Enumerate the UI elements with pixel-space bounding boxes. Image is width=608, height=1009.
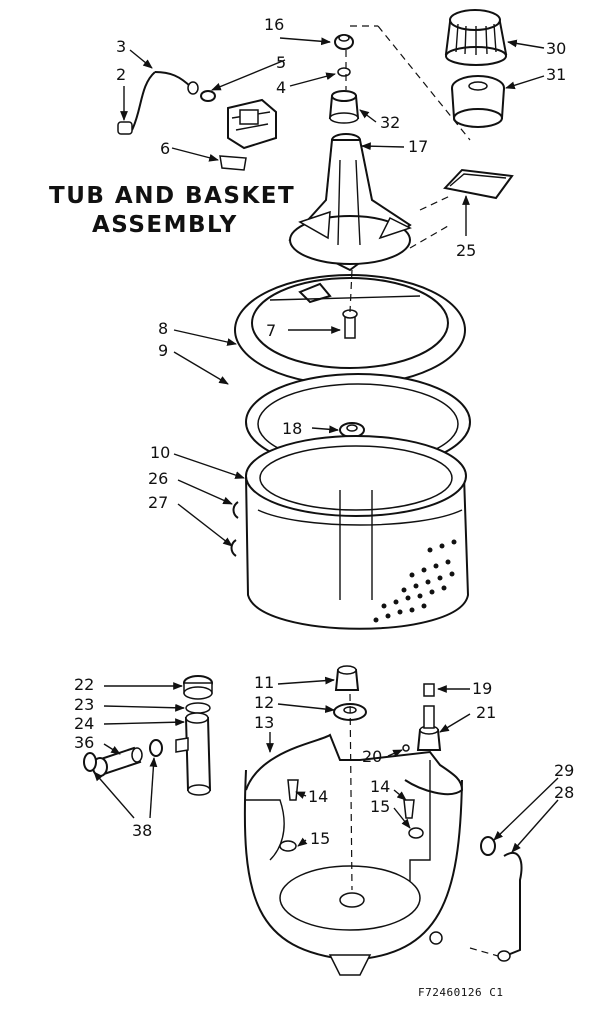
callout-3: 3 [116,37,126,56]
callout-6: 6 [160,139,170,158]
callout-4: 4 [276,78,286,97]
callout-12: 12 [254,693,274,712]
callout-19: 19 [472,679,492,698]
part-screw-20 [402,744,410,752]
callout-9: 9 [158,341,168,360]
callout-17: 17 [408,137,428,156]
callout-20: 20 [362,747,382,766]
callout-21: 21 [476,703,496,722]
callout-22: 22 [74,675,94,694]
callout-32: 32 [380,113,400,132]
callout-28: 28 [554,783,574,802]
callout-16: 16 [264,15,284,34]
part-washer-4 [337,67,351,77]
part-washer-23 [185,702,211,714]
callout-38: 38 [132,821,152,840]
part-dogs-32 [328,90,360,124]
diagram-title-line1: TUB AND BASKET [49,183,296,209]
part-outer-tub-13 [243,733,464,976]
part-agitator-17 [288,133,412,272]
part-nut-22 [183,675,213,700]
basket-holes [373,539,457,623]
part-nut-18 [339,422,365,438]
callout-11: 11 [254,673,274,692]
callout-31: 31 [546,65,566,84]
callout-5: 5 [276,53,286,72]
part-label-6 [219,155,247,171]
part-cap-16 [334,34,354,50]
part-dispenser-31 [451,75,505,128]
callout-8: 8 [158,319,168,338]
callout-18: 18 [282,419,302,438]
part-bushing-19 [423,683,435,697]
part-hose-2-3 [117,71,199,135]
callout-10: 10 [150,443,170,462]
part-nut-11 [334,665,360,691]
callout-14a: 14 [308,787,328,806]
diagram-title-line2: ASSEMBLY [92,212,238,238]
callout-13: 13 [254,713,274,732]
callout-26: 26 [148,469,168,488]
callout-15b: 15 [370,797,390,816]
callout-labels: 16 5 4 3 2 6 32 17 30 31 25 8 9 7 18 10 … [74,15,574,848]
part-hose-28-29 [480,836,523,962]
callout-23: 23 [74,695,94,714]
part-clamps-38 [83,739,163,772]
part-clamp-5 [200,90,216,102]
part-basket-10 [245,435,470,630]
callout-36: 36 [74,733,94,752]
part-washers-15 [408,827,424,839]
leader-lines [93,25,559,957]
drawing-code: F72460126 C1 [418,986,504,999]
part-cap-30 [444,9,508,66]
callout-14b: 14 [370,777,390,796]
callout-7: 7 [266,321,276,340]
part-clips-26-27 [230,501,239,557]
callout-15a: 15 [310,829,330,848]
part-cover-25 [443,168,514,200]
part-tube-24 [175,712,212,796]
callout-27: 27 [148,493,168,512]
part-screw-7 [342,309,358,339]
callout-29: 29 [554,761,574,780]
callout-24: 24 [74,714,94,733]
callout-2: 2 [116,65,126,84]
callout-25: 25 [456,241,476,260]
callout-30: 30 [546,39,566,58]
part-pump-4 [227,98,277,150]
part-valve-21 [416,705,442,751]
